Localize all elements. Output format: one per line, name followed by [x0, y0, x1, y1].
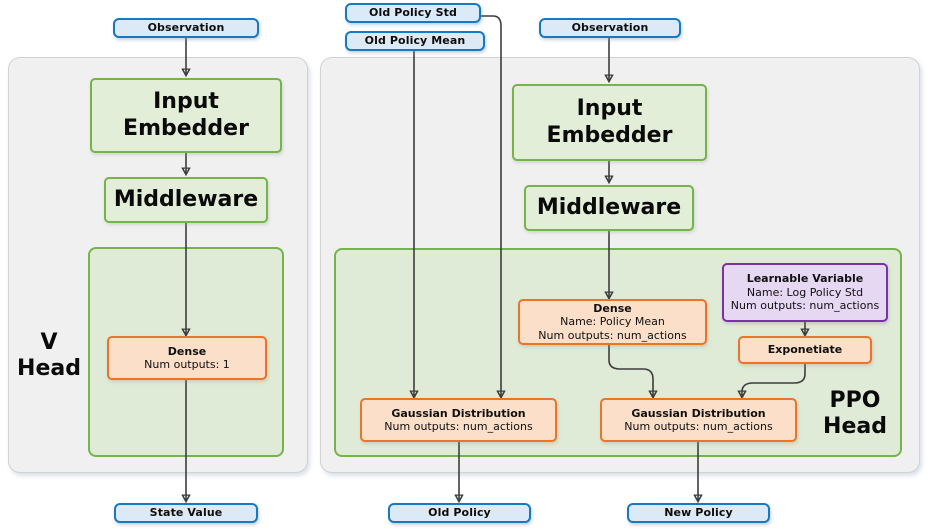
output-new-policy-label: New Policy	[664, 506, 733, 520]
v-head-caption-line2: Head	[17, 355, 81, 381]
v-head-caption-line1: V	[40, 330, 58, 355]
ppo-gaussian-old-line2: Num outputs: num_actions	[384, 420, 533, 433]
ppo-gaussian-old-title: Gaussian Distribution	[391, 406, 526, 420]
ppo-learnable-variable-log-policy-std[interactable]: Learnable Variable Name: Log Policy Std …	[722, 263, 888, 322]
v-dense-line2: Num outputs: 1	[144, 358, 230, 371]
output-old-policy[interactable]: Old Policy	[388, 503, 531, 523]
v-input-embedder[interactable]: Input Embedder	[90, 78, 282, 153]
ppo-learnable-variable-title: Learnable Variable	[746, 272, 864, 286]
ppo-input-embedder-label: Input Embedder	[546, 95, 673, 148]
ppo-exponetiate[interactable]: Exponetiate	[738, 336, 872, 364]
ppo-gaussian-new-title: Gaussian Distribution	[631, 406, 766, 420]
v-middleware[interactable]: Middleware	[104, 177, 268, 223]
ppo-gaussian-distribution-new[interactable]: Gaussian Distribution Num outputs: num_a…	[600, 398, 797, 442]
v-dense[interactable]: Dense Num outputs: 1	[107, 336, 267, 380]
output-state-value[interactable]: State Value	[114, 503, 258, 523]
input-observation-ppo-label: Observation	[571, 21, 649, 35]
input-observation-v-label: Observation	[147, 21, 225, 35]
ppo-exponetiate-title: Exponetiate	[767, 343, 843, 357]
ppo-head-caption-line2: Head	[823, 413, 887, 439]
ppo-learnable-variable-line2: Name: Log Policy Std	[746, 285, 864, 299]
ppo-dense-line3: Num outputs: num_actions	[538, 328, 687, 342]
input-old-policy-mean[interactable]: Old Policy Mean	[345, 31, 485, 51]
input-old-policy-std-label: Old Policy Std	[369, 6, 457, 20]
ppo-dense-line2: Name: Policy Mean	[560, 315, 665, 329]
ppo-dense-title: Dense	[593, 301, 632, 315]
ppo-head-caption: PPO Head	[812, 388, 898, 440]
v-middleware-label: Middleware	[113, 186, 259, 212]
ppo-gaussian-distribution-old[interactable]: Gaussian Distribution Num outputs: num_a…	[360, 398, 557, 442]
ppo-middleware-label: Middleware	[536, 194, 682, 220]
v-dense-title: Dense	[167, 344, 207, 358]
output-new-policy[interactable]: New Policy	[627, 503, 770, 523]
ppo-middleware[interactable]: Middleware	[524, 185, 694, 231]
output-old-policy-label: Old Policy	[428, 506, 491, 520]
input-observation-v[interactable]: Observation	[113, 18, 259, 38]
input-old-policy-mean-label: Old Policy Mean	[364, 34, 466, 48]
ppo-dense-policy-mean[interactable]: Dense Name: Policy Mean Num outputs: num…	[518, 299, 707, 345]
input-observation-ppo[interactable]: Observation	[539, 18, 681, 38]
output-state-value-label: State Value	[149, 506, 223, 520]
v-input-embedder-label: Input Embedder	[123, 88, 249, 141]
ppo-learnable-variable-line3: Num outputs: num_actions	[730, 299, 880, 313]
input-old-policy-std[interactable]: Old Policy Std	[345, 3, 481, 23]
v-head-caption: V Head	[14, 330, 84, 382]
ppo-gaussian-new-line2: Num outputs: num_actions	[624, 420, 773, 433]
ppo-head-caption-line1: PPO	[829, 388, 881, 413]
ppo-input-embedder[interactable]: Input Embedder	[512, 84, 707, 161]
